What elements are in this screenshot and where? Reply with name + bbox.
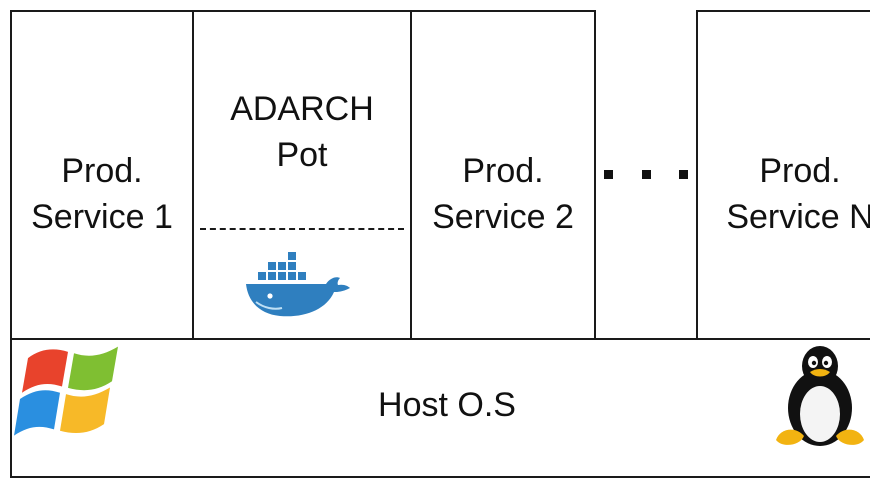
- label-line-2: Pot: [276, 136, 328, 174]
- ellipsis-dot: [679, 170, 688, 179]
- host-os-box: Host O.S: [10, 338, 870, 478]
- ellipsis-dot: [641, 170, 651, 179]
- prod-service-n-label: Prod. Service N: [700, 148, 870, 240]
- adarch-pot-box: ADARCH Pot: [192, 10, 412, 340]
- label-line-2: Service N: [726, 198, 870, 236]
- label-line-1: Prod.: [759, 152, 841, 190]
- prod-service-1-box: Prod. Service 1: [10, 10, 194, 340]
- prod-service-2-box: Prod. Service 2: [410, 10, 596, 340]
- label-line-1: ADARCH: [230, 90, 374, 128]
- windows-logo-icon: [14, 346, 118, 436]
- linux-tux-icon: [776, 346, 864, 446]
- prod-service-2-label: Prod. Service 2: [412, 148, 594, 240]
- label-line-2: Service 1: [31, 198, 173, 236]
- ellipsis-dot: [604, 170, 613, 179]
- docker-whale-icon: [246, 252, 350, 317]
- label-line-1: Prod.: [61, 152, 143, 190]
- dashed-divider: [200, 228, 404, 230]
- more-services-ellipsis: [598, 170, 694, 179]
- host-os-label: Host O.S: [378, 386, 516, 424]
- adarch-pot-label: ADARCH Pot: [194, 86, 410, 178]
- prod-service-n-box: Prod. Service N: [696, 10, 870, 340]
- prod-service-1-label: Prod. Service 1: [12, 148, 192, 240]
- label-line-1: Prod.: [462, 152, 544, 190]
- label-line-2: Service 2: [432, 198, 574, 236]
